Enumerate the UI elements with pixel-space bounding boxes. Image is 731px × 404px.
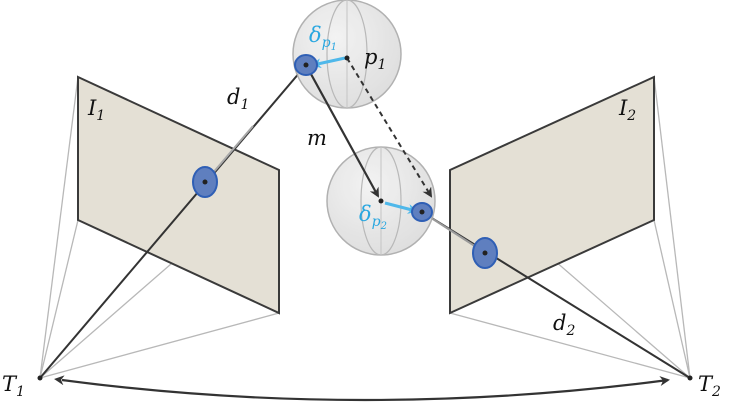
label-d1: d1: [227, 85, 249, 113]
point-dots: [37, 55, 693, 381]
label-image-1: I1: [87, 96, 105, 124]
label-delta-p1: δp1: [309, 23, 337, 53]
motion-arrow-m: [305, 64, 379, 198]
label-image-2: I2: [618, 96, 636, 124]
camera-baseline-arrow: [54, 375, 670, 402]
image-plane-1: [77, 75, 280, 315]
ray-d1: [39, 64, 307, 379]
label-T2: T2: [698, 372, 721, 400]
label-m: m: [307, 126, 327, 150]
delta-p1-arrow: [311, 56, 346, 69]
label-T1: T1: [2, 372, 25, 400]
label-p1: p1: [364, 45, 386, 73]
delta-p2-arrow: [384, 201, 418, 214]
label-d2: d2: [553, 311, 575, 339]
image-plane-2: [449, 75, 655, 315]
label-delta-p2: δp2: [359, 202, 387, 232]
sphere-1: [292, 0, 402, 109]
camera-1-frustum: [39, 76, 280, 379]
